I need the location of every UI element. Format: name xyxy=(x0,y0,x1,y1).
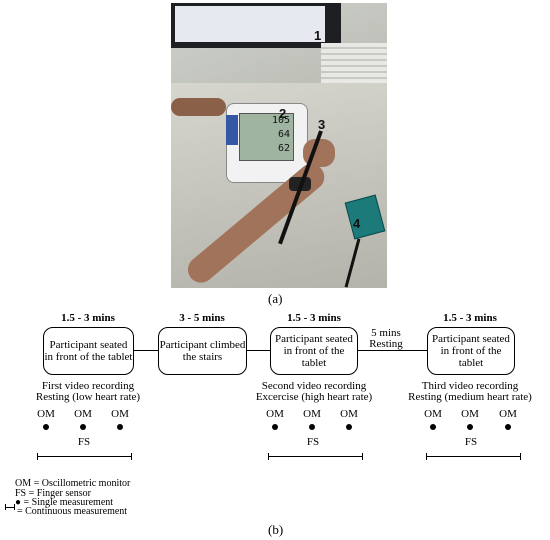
legend-continuous-line xyxy=(5,507,14,508)
condition-label: Resting (medium heart rate) xyxy=(408,391,532,403)
caption-a: (a) xyxy=(268,291,283,306)
continuous-measurement-line xyxy=(268,456,362,457)
photo-label-4: 4 xyxy=(353,216,361,231)
single-measurement-dot xyxy=(80,424,86,430)
single-measurement-dot xyxy=(346,424,352,430)
experiment-photo: 105 64 62 xyxy=(171,3,387,288)
connector-line xyxy=(357,350,427,351)
stage-box: Participant seated in front of the table… xyxy=(427,327,515,375)
legend-single: ● = Single measurement xyxy=(15,497,114,508)
condition-label: Excercise (high heart rate) xyxy=(255,391,373,403)
legend-continuous-tick xyxy=(14,504,15,510)
recording-label: Third video recording xyxy=(421,380,519,392)
legend-continuous: = Continuous measurement xyxy=(17,506,128,517)
bp-display: 105 64 62 xyxy=(239,113,294,161)
continuous-measurement-line xyxy=(426,456,520,457)
om-label: OM xyxy=(424,408,442,420)
upper-arm xyxy=(171,98,226,116)
single-measurement-dot xyxy=(467,424,473,430)
rest-label: Resting xyxy=(369,338,403,350)
om-label: OM xyxy=(303,408,321,420)
stage-duration: 1.5 - 3 mins xyxy=(443,312,497,324)
connector-line xyxy=(133,350,158,351)
om-label: OM xyxy=(37,408,55,420)
rest-duration: 5 mins xyxy=(371,327,401,339)
bp-pulse: 62 xyxy=(277,143,290,154)
stage-box: Participant seated in front of the table… xyxy=(43,327,134,375)
fs-label: FS xyxy=(306,436,320,448)
stage-box: Participant climbed the stairs xyxy=(158,327,247,375)
recording-label: First video recording xyxy=(41,380,135,392)
om-label: OM xyxy=(461,408,479,420)
continuous-tick xyxy=(131,453,132,460)
bp-systolic: 105 xyxy=(271,115,290,126)
legend-fs: FS = Finger sensor xyxy=(15,488,91,499)
monitor-display xyxy=(175,6,325,42)
continuous-tick xyxy=(520,453,521,460)
stage-duration: 3 - 5 mins xyxy=(179,312,225,324)
single-measurement-dot xyxy=(430,424,436,430)
single-measurement-dot xyxy=(117,424,123,430)
single-measurement-dot xyxy=(43,424,49,430)
om-label: OM xyxy=(499,408,517,420)
caption-b: (b) xyxy=(268,522,284,537)
cuff-strap xyxy=(226,115,238,145)
bp-diastolic: 64 xyxy=(277,129,290,140)
fs-label: FS xyxy=(77,436,91,448)
om-label: OM xyxy=(266,408,284,420)
condition-label: Resting (low heart rate) xyxy=(35,391,141,403)
recording-label: Second video recording xyxy=(261,380,367,392)
om-label: OM xyxy=(111,408,129,420)
legend-om: OM = Oscillometric monitor xyxy=(15,478,131,489)
single-measurement-dot xyxy=(309,424,315,430)
stage-duration: 1.5 - 3 mins xyxy=(61,312,115,324)
photo-label-3: 3 xyxy=(318,117,326,132)
om-label: OM xyxy=(74,408,92,420)
connector-line xyxy=(246,350,270,351)
stage-duration: 1.5 - 3 mins xyxy=(287,312,341,324)
continuous-tick xyxy=(362,453,363,460)
photo-label-1: 1 xyxy=(314,28,322,43)
photo-label-2: 2 xyxy=(279,106,287,121)
single-measurement-dot xyxy=(505,424,511,430)
fs-label: FS xyxy=(464,436,478,448)
stage-box: Participant seated in front of the table… xyxy=(270,327,358,375)
single-measurement-dot xyxy=(272,424,278,430)
om-label: OM xyxy=(340,408,358,420)
continuous-measurement-line xyxy=(37,456,131,457)
